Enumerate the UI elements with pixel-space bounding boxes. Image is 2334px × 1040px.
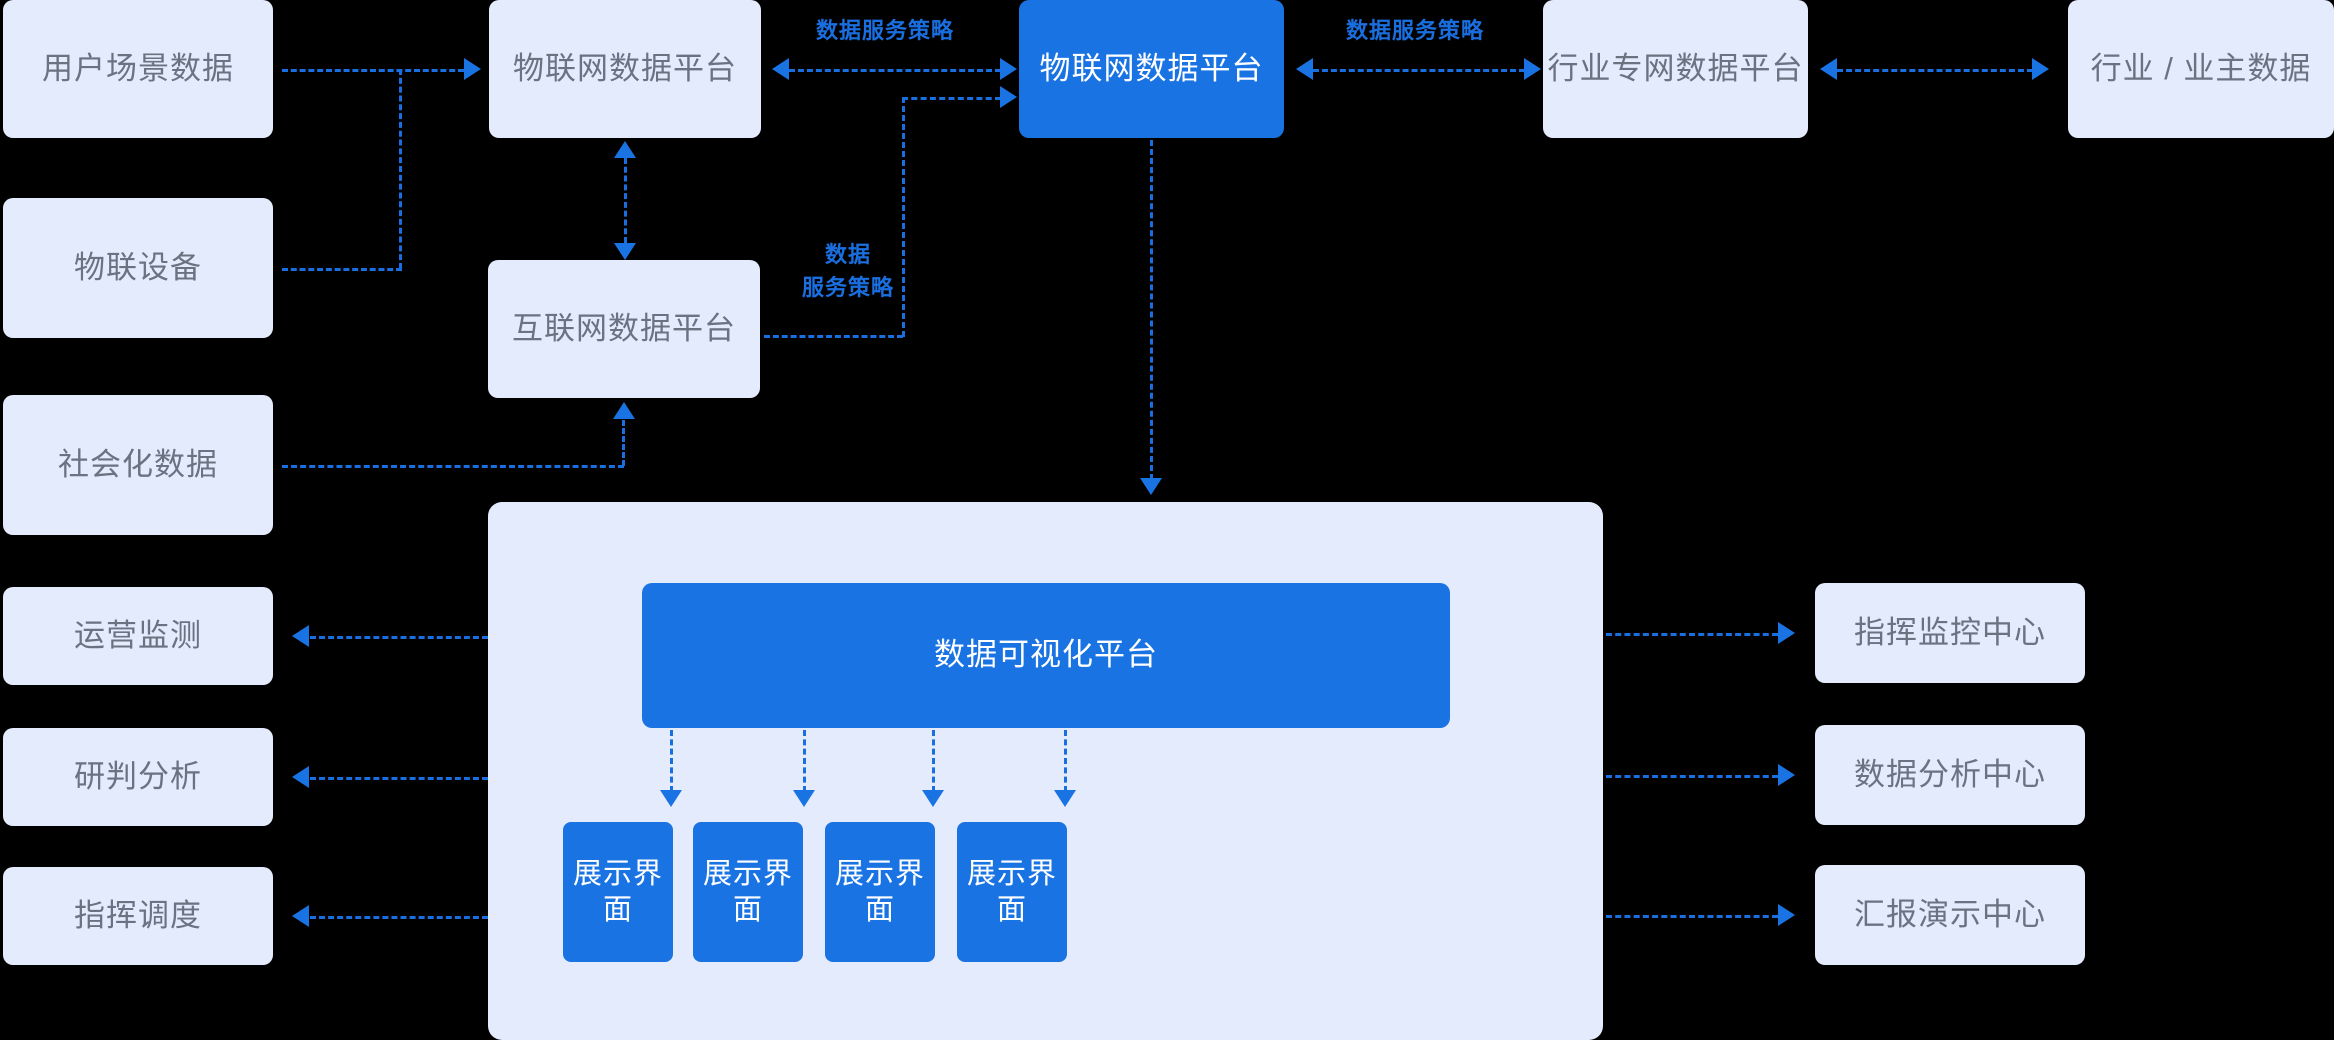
node-display-interface-4[interactable]: 展示界面 xyxy=(957,822,1067,962)
node-label: 数据分析中心 xyxy=(1854,756,2046,792)
edge-user-scene-to-iot-platform xyxy=(282,69,464,72)
arrowhead-command-monitoring-center xyxy=(1778,622,1795,644)
arrowhead-display-1 xyxy=(660,790,682,807)
edge-visualization-to-display-4 xyxy=(1064,730,1067,792)
node-display-interface-2[interactable]: 展示界面 xyxy=(693,822,803,962)
arrowhead-command-dispatch xyxy=(292,905,309,927)
node-data-analysis-center[interactable]: 数据分析中心 xyxy=(1815,725,2085,825)
edge-left-platform-to-center-platform xyxy=(789,69,1001,72)
arrowhead-display-3 xyxy=(922,790,944,807)
edge-visualization-to-display-1 xyxy=(670,730,673,792)
edge-social-data-vertical xyxy=(622,420,625,466)
node-display-interface-3[interactable]: 展示界面 xyxy=(825,822,935,962)
arrowhead-judgment-analysis xyxy=(292,766,309,788)
node-label: 互联网数据平台 xyxy=(512,310,736,346)
node-label: 行业 / 业主数据 xyxy=(2090,50,2312,86)
arrowhead-left-platform-inbound xyxy=(772,58,789,80)
edge-social-data-horizontal xyxy=(282,465,624,468)
node-label: 物联网数据平台 xyxy=(1039,50,1264,86)
node-label: 数据可视化平台 xyxy=(934,637,1158,673)
node-label: 行业专网数据平台 xyxy=(1547,50,1804,86)
node-label: 指挥监控中心 xyxy=(1854,614,2046,650)
node-iot-devices[interactable]: 物联设备 xyxy=(3,198,273,338)
node-operation-monitoring[interactable]: 运营监测 xyxy=(3,587,273,685)
node-label: 展示界面 xyxy=(702,857,793,926)
arrowhead-data-analysis-center xyxy=(1778,764,1795,786)
arrowhead-industry-platform-inbound xyxy=(1524,58,1541,80)
arrowhead-display-2 xyxy=(793,790,815,807)
arrowhead-internet-platform-inbound-bottom xyxy=(613,402,635,419)
node-label: 展示界面 xyxy=(834,857,925,926)
node-display-interface-1[interactable]: 展示界面 xyxy=(563,822,673,962)
edge-container-to-report-presentation-center xyxy=(1606,915,1778,918)
edge-internet-to-center-horizontal-top xyxy=(902,97,1001,100)
node-industry-private-network-platform[interactable]: 行业专网数据平台 xyxy=(1543,0,1808,138)
arrowhead-operation-monitoring xyxy=(292,625,309,647)
node-internet-data-platform[interactable]: 互联网数据平台 xyxy=(488,260,760,398)
edge-container-to-operation-monitoring xyxy=(310,636,488,639)
edge-internet-platform-vertical xyxy=(624,158,627,243)
node-user-scene-data[interactable]: 用户场景数据 xyxy=(3,0,273,138)
edge-container-to-judgment-analysis xyxy=(310,777,488,780)
arrowhead-center-platform-inbound-bottom xyxy=(1000,86,1017,108)
node-label: 研判分析 xyxy=(74,758,202,794)
edge-internet-to-center-horizontal-bottom xyxy=(764,335,903,338)
edge-label-policy-vertical: 数据 服务策略 xyxy=(801,242,894,300)
edge-visualization-to-display-3 xyxy=(932,730,935,792)
node-label: 运营监测 xyxy=(74,617,202,653)
edge-label-policy-right: 数据服务策略 xyxy=(1345,18,1484,43)
edge-industry-platform-to-owner-data xyxy=(1837,69,2033,72)
node-label: 物联设备 xyxy=(74,249,202,285)
edge-iot-devices-horizontal xyxy=(282,268,402,271)
edge-internet-to-center-vertical xyxy=(902,97,905,337)
node-label: 展示界面 xyxy=(572,857,663,926)
node-label: 指挥调度 xyxy=(74,897,202,933)
arrowhead-industry-platform-inbound-right xyxy=(1820,58,1837,80)
node-label: 汇报演示中心 xyxy=(1854,896,2046,932)
node-iot-data-platform-center[interactable]: 物联网数据平台 xyxy=(1019,0,1284,138)
edge-label-policy-left: 数据服务策略 xyxy=(815,18,954,43)
edge-container-to-command-monitoring-center xyxy=(1606,633,1778,636)
node-label: 社会化数据 xyxy=(58,446,218,482)
node-report-presentation-center[interactable]: 汇报演示中心 xyxy=(1815,865,2085,965)
node-social-data[interactable]: 社会化数据 xyxy=(3,395,273,535)
edge-iot-devices-vertical xyxy=(399,69,402,269)
arrowhead-internet-to-left-platform xyxy=(614,141,636,158)
node-label: 用户场景数据 xyxy=(42,50,234,86)
node-data-visualization-platform[interactable]: 数据可视化平台 xyxy=(642,583,1450,728)
arrowhead-center-platform-inbound-left xyxy=(1000,58,1017,80)
arrowhead-display-4 xyxy=(1054,790,1076,807)
arrowhead-visualization-inbound xyxy=(1140,478,1162,495)
edge-container-to-command-dispatch xyxy=(310,916,488,919)
node-command-monitoring-center[interactable]: 指挥监控中心 xyxy=(1815,583,2085,683)
edge-visualization-to-display-2 xyxy=(803,730,806,792)
edge-container-to-data-analysis-center xyxy=(1606,775,1778,778)
arrowhead-user-scene-to-iot-platform xyxy=(464,58,481,80)
arrowhead-center-platform-inbound-right xyxy=(1296,58,1313,80)
arrowhead-left-platform-to-internet xyxy=(614,243,636,260)
arrowhead-owner-data-inbound xyxy=(2032,58,2049,80)
node-iot-data-platform-left[interactable]: 物联网数据平台 xyxy=(489,0,761,138)
edge-center-platform-to-industry-platform xyxy=(1313,69,1525,72)
node-label: 展示界面 xyxy=(966,857,1057,926)
edge-center-platform-to-visualization xyxy=(1150,140,1153,480)
node-command-dispatch[interactable]: 指挥调度 xyxy=(3,867,273,965)
node-industry-owner-data[interactable]: 行业 / 业主数据 xyxy=(2068,0,2334,138)
arrowhead-report-presentation-center xyxy=(1778,904,1795,926)
node-judgment-analysis[interactable]: 研判分析 xyxy=(3,728,273,826)
node-label: 物联网数据平台 xyxy=(513,50,737,86)
